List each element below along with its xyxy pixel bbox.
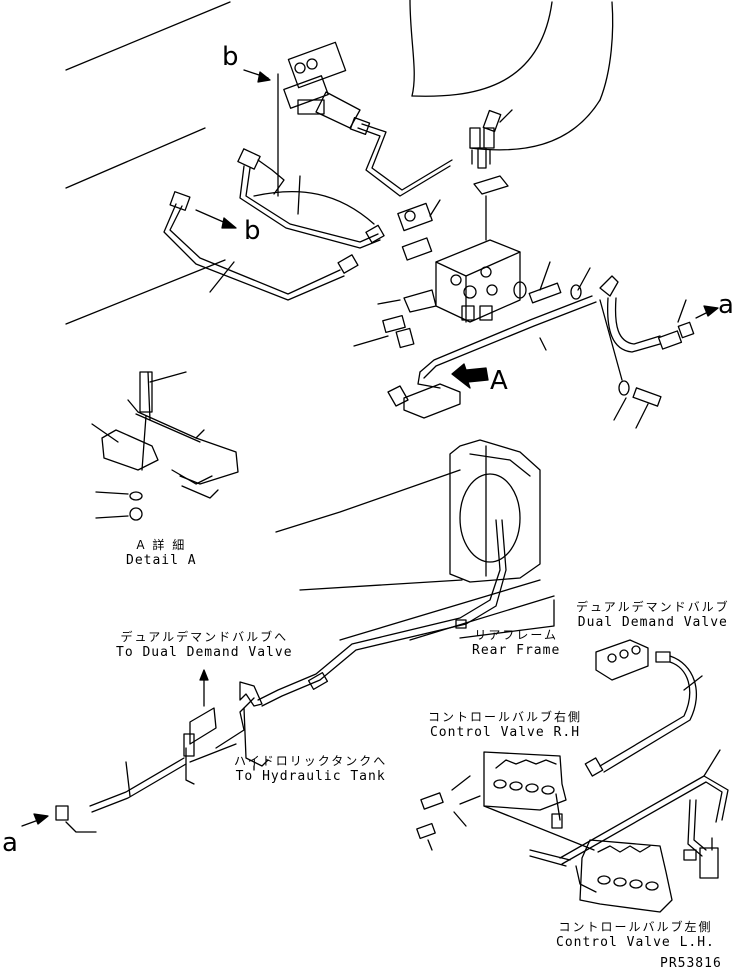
rear-frame-tank bbox=[275, 439, 555, 641]
view-arrow-a bbox=[451, 363, 489, 389]
frame-outline-upper bbox=[65, 0, 614, 325]
detail-a-drawing bbox=[91, 371, 239, 521]
label-dual-demand-valve: デュアルデマンドバルブ Dual Demand Valve bbox=[576, 600, 730, 630]
label-control-valve-lh: コントロールバルブ左側 Control Valve L.H. bbox=[556, 920, 715, 950]
label-rear-frame: リアフレーム Rear Frame bbox=[472, 628, 560, 658]
label-to-hydraulic-tank: ハイドロリックタンクへ To Hydraulic Tank bbox=[234, 754, 387, 784]
view-ref-a-right: a bbox=[718, 290, 734, 320]
label-detail-a: A 詳 細 Detail A bbox=[126, 538, 197, 568]
view-ref-b-mid: b bbox=[244, 216, 261, 246]
upper-tubes bbox=[163, 116, 453, 301]
b-mid-arrow bbox=[195, 209, 237, 229]
label-control-valve-rh-jp: コントロールバルブ右側 bbox=[428, 710, 583, 724]
left-fittings bbox=[353, 289, 437, 349]
label-dual-demand-valve-en: Dual Demand Valve bbox=[577, 615, 728, 630]
view-ref-a-arrow: A bbox=[490, 366, 508, 396]
main-valve-block bbox=[397, 195, 521, 323]
b-top-arrow bbox=[243, 69, 271, 83]
control-valve-lh bbox=[529, 749, 729, 913]
label-to-dual-demand-valve-jp: デュアルデマンドバルブへ bbox=[120, 630, 289, 644]
label-control-valve-lh-jp: コントロールバルブ左側 bbox=[558, 920, 713, 934]
label-to-dual-demand-valve: デュアルデマンドバルブへ To Dual Demand Valve bbox=[116, 630, 293, 660]
drawing-number: PR53816 bbox=[660, 956, 722, 971]
top-valve-b bbox=[283, 41, 361, 129]
control-valve-rh bbox=[416, 751, 595, 851]
right-hose-to-a bbox=[599, 275, 719, 353]
label-control-valve-rh: コントロールバルブ右側 Control Valve R.H bbox=[428, 710, 582, 740]
label-dual-demand-valve-jp: デュアルデマンドバルブ bbox=[576, 600, 730, 614]
dual-demand-valve-lower bbox=[584, 639, 703, 777]
leader-line bbox=[297, 175, 301, 215]
label-detail-a-en: Detail A bbox=[126, 553, 197, 568]
valve-fittings bbox=[469, 109, 513, 195]
label-detail-a-jp: A 詳 細 bbox=[136, 538, 187, 552]
view-ref-b-top: b bbox=[222, 42, 239, 72]
label-rear-frame-jp: リアフレーム bbox=[474, 628, 558, 642]
bolt-assembly bbox=[513, 261, 591, 304]
leader-line bbox=[209, 261, 235, 293]
label-to-hydraulic-tank-en: To Hydraulic Tank bbox=[235, 769, 386, 784]
label-to-dual-demand-valve-en: To Dual Demand Valve bbox=[116, 645, 293, 660]
tube-to-detail-a bbox=[387, 295, 597, 419]
label-control-valve-rh-en: Control Valve R.H bbox=[429, 725, 581, 740]
label-rear-frame-en: Rear Frame bbox=[472, 643, 561, 658]
lower-bolt bbox=[599, 299, 662, 429]
view-ref-a-left: a bbox=[2, 828, 18, 858]
label-to-hydraulic-tank-jp: ハイドロリックタンクへ bbox=[234, 754, 388, 768]
lower-main-tube bbox=[21, 519, 507, 833]
label-control-valve-lh-en: Control Valve L.H. bbox=[556, 935, 715, 950]
